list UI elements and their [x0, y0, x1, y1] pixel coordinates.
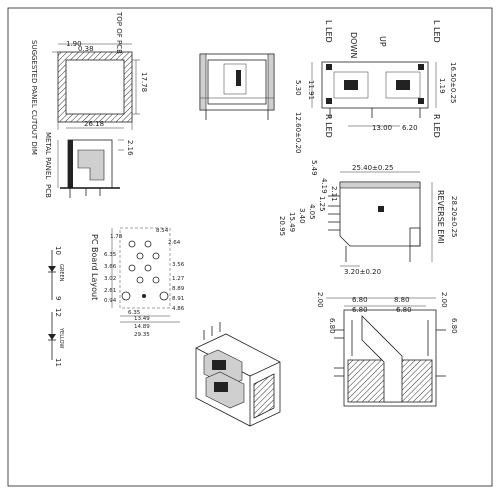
pc-board-layout: PC Board Layout 8.54 2.64 3.56 1.78 6.35… [90, 227, 185, 338]
board-layout-title: PC Board Layout [90, 234, 99, 300]
board-dim-10: 0.94 [104, 298, 117, 304]
front-dim-6: 13.00 [372, 124, 392, 132]
board-dim-5: 3.66 [104, 264, 117, 270]
panel-cutout-label: SUGGESTED PANEL CUTOUT DIM [30, 40, 38, 155]
front-down: DOWN [349, 32, 358, 58]
board-dim-7: 1.27 [172, 276, 185, 282]
isometric-view [195, 322, 281, 427]
bottom-dim-2: 6.80 [352, 306, 368, 314]
side-dim-2: 2.11 [330, 186, 338, 202]
schem-pin-0: 10 [54, 246, 62, 255]
front-dim-2: 1.19 [438, 78, 446, 94]
side-dim-3: 1.25 [318, 196, 326, 212]
schem-pin-3: 11 [54, 358, 62, 367]
board-dim-14: 14.89 [134, 324, 150, 330]
bottom-dim-1: 8.80 [394, 296, 410, 304]
bottom-dim-5: 2.00 [440, 292, 448, 308]
side-reverse-emi: REVERSE EMI [436, 190, 445, 244]
front-l-led-left: L LED [324, 20, 333, 43]
board-dim-16: 29.35 [134, 332, 150, 338]
panel-dim-top: 1.90 [66, 40, 82, 48]
side-dim-1: 4.19 [320, 178, 328, 194]
sheet-border [7, 7, 493, 487]
side-dim-6: 15.49 [288, 212, 296, 232]
bottom-dim-3: 6.80 [396, 306, 412, 314]
side-view: 25.40±0.25 REVERSE EMI 28.20±0.25 5.49 4… [278, 160, 458, 276]
metal-panel-label: METAL PANEL [44, 132, 52, 179]
side-dim-height: 28.20±0.25 [450, 196, 458, 238]
board-dim-12: 13.49 [134, 316, 150, 322]
top-view [199, 53, 275, 120]
panel-top-of-pcb: TOP OF PCB [115, 11, 123, 54]
led-schematic: 10 9 12 11 GREEN YELLOW [48, 246, 64, 367]
board-dim-4: 6.35 [104, 252, 117, 258]
side-dim-5: 3.40 [298, 208, 306, 224]
panel-cutout-view: 1.90 0.38 26.18 17.78 TOP OF PCB SUGGEST… [30, 11, 148, 155]
front-dim-1: 16.50±0.25 [449, 62, 457, 104]
schem-led-yellow: YELLOW [58, 327, 64, 349]
side-dim-bottom: 3.20±0.20 [344, 268, 381, 276]
board-dim-8: 8.89 [172, 286, 185, 292]
board-dim-6: 3.02 [104, 276, 116, 282]
pcb-label: PCB [44, 184, 52, 198]
panel-dim-width: 26.18 [84, 120, 104, 128]
schem-pin-2: 12 [54, 308, 62, 317]
front-dim-3: 11.91 [307, 80, 315, 100]
panel-side-profile: METAL PANEL PCB 2.16 [44, 132, 134, 198]
panel-dim-small: 2.16 [126, 140, 134, 156]
bottom-dim-0: 6.80 [352, 296, 368, 304]
bottom-dim-4: 2.00 [316, 292, 324, 308]
bottom-dim-6: 6.80 [328, 318, 336, 334]
front-r-led-left: R LED [324, 114, 333, 138]
front-l-led-right: L LED [432, 20, 441, 43]
front-view: L LED DOWN UP L LED R LED R LED 16.50±0.… [294, 20, 457, 154]
side-dim-7: 20.95 [278, 216, 286, 236]
panel-dim-height: 17.78 [140, 72, 148, 92]
front-dim-4: 5.30 [294, 80, 302, 96]
panel-dim-side: 0.38 [78, 45, 94, 53]
front-up: UP [378, 36, 387, 47]
bottom-dim-7: 6.80 [450, 318, 458, 334]
board-dim-1: 2.64 [168, 240, 181, 246]
front-r-led-right: R LED [432, 114, 441, 138]
board-dim-2: 3.56 [172, 262, 185, 268]
schem-led-green: GREEN [58, 264, 64, 282]
side-dim-width: 25.40±0.25 [352, 164, 394, 172]
side-dim-0: 5.49 [310, 160, 318, 176]
board-dim-0: 8.54 [156, 228, 169, 234]
board-dim-15: 4.86 [172, 306, 185, 312]
board-dim-9: 2.61 [104, 288, 116, 294]
board-dim-3: 1.78 [110, 234, 123, 240]
front-dim-5: 12.60±0.20 [294, 112, 302, 154]
bottom-view: 6.80 8.80 6.80 6.80 2.00 2.00 6.80 6.80 [316, 292, 458, 407]
schem-pin-1: 9 [54, 296, 62, 300]
side-dim-4: 4.05 [308, 204, 316, 220]
board-dim-11: 6.35 [128, 310, 141, 316]
front-dim-7: 6.20 [402, 124, 418, 132]
board-dim-13: 8.91 [172, 296, 184, 302]
